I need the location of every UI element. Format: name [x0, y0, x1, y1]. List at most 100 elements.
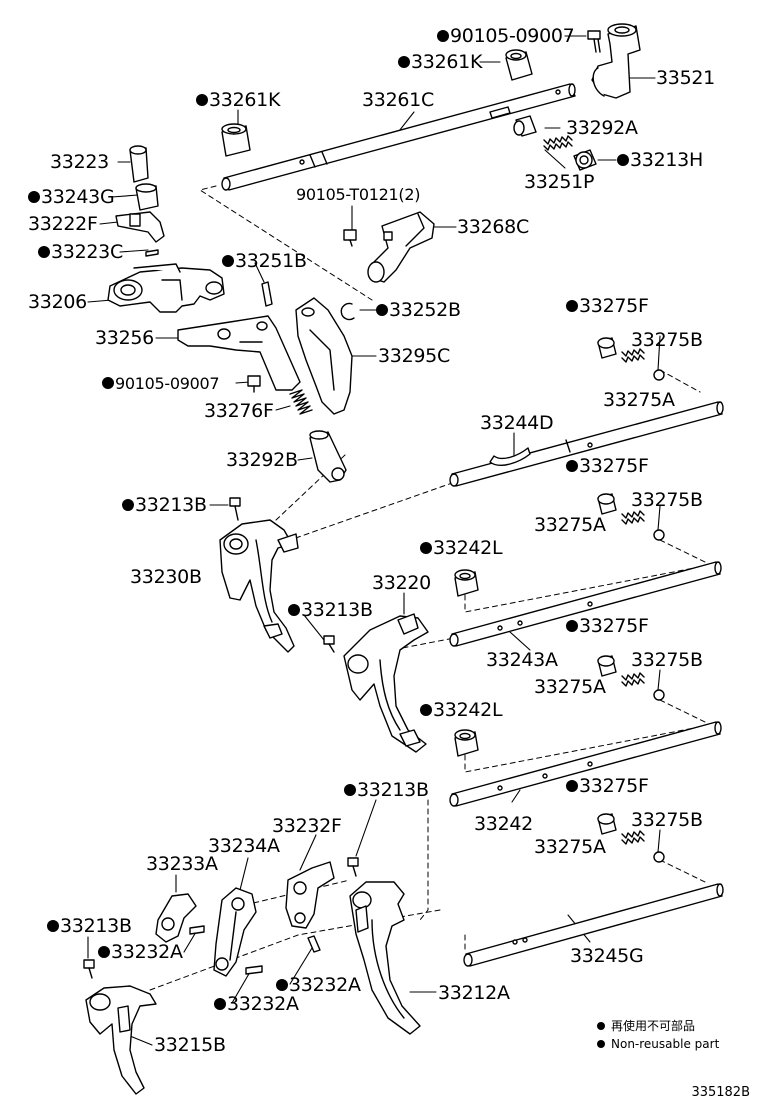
label-33261K-right: 33261K	[398, 52, 482, 72]
detent-set-2	[598, 494, 664, 540]
non-reusable-dot-icon	[98, 946, 110, 958]
label-33213H: 33213H	[617, 150, 703, 170]
label-33215B: 33215B	[154, 1034, 226, 1056]
label-33223: 33223	[50, 151, 109, 173]
label-33275A-2: 33275A	[534, 514, 606, 536]
label-33275F-4: 33275F	[566, 776, 649, 796]
pin-33251B	[262, 282, 272, 306]
label-90105-T0121: 90105-T0121(2)	[296, 185, 421, 204]
label-33243G: 33243G	[28, 187, 115, 207]
pin-33223C	[146, 250, 158, 256]
label-90105-09007-mid: 90105-09007	[102, 374, 220, 394]
label-33275B-3: 33275B	[631, 649, 703, 671]
non-reusable-dot-icon	[566, 620, 578, 632]
label-33275A-1: 33275A	[603, 389, 675, 411]
label-33251P: 33251P	[524, 171, 595, 193]
plunger-33292B	[310, 431, 346, 482]
label-33261K-left: 33261K	[196, 90, 280, 110]
shift-fork-33215B	[86, 986, 156, 1094]
snap-ring-33252B	[341, 304, 354, 320]
legend: 再使用不可部品 Non-reusable part	[597, 1017, 719, 1053]
bush-33242L-1	[455, 570, 478, 596]
plunger-33292A	[514, 116, 536, 136]
non-reusable-dot-icon	[376, 304, 388, 316]
bush-33242L-2	[455, 730, 478, 756]
lever-33222F	[116, 212, 164, 242]
label-33242: 33242	[474, 813, 533, 835]
non-reusable-dot-icon	[344, 784, 356, 796]
lever-33256	[178, 316, 300, 390]
lever-33268C	[368, 212, 434, 282]
shift-rod-33242	[450, 722, 721, 806]
label-33213B-4: 33213B	[47, 916, 132, 936]
label-33292A: 33292A	[566, 117, 638, 139]
shift-rod-33261C	[222, 84, 575, 190]
label-33251B: 33251B	[222, 251, 307, 271]
lever-33233A	[156, 894, 196, 942]
label-90105-09007-top: 90105-09007	[437, 26, 575, 46]
label-33275F-2: 33275F	[566, 456, 649, 476]
bolt-90105-T0121	[344, 230, 356, 246]
non-reusable-dot-icon	[566, 780, 578, 792]
bolt-90105-09007-mid	[248, 376, 260, 392]
label-33275A-3: 33275A	[534, 676, 606, 698]
label-33244D: 33244D	[480, 412, 554, 434]
label-33242L-2: 33242L	[420, 700, 503, 720]
non-reusable-dot-icon	[122, 499, 134, 511]
detent-set-3	[598, 656, 664, 700]
label-33222F: 33222F	[28, 213, 98, 235]
label-33232A-3: 33232A	[214, 994, 299, 1014]
label-33252B: 33252B	[376, 300, 461, 320]
non-reusable-dot-icon	[47, 920, 59, 932]
lever-33234A	[214, 888, 256, 976]
diagram-reference-code: 335182B	[691, 1085, 750, 1100]
legend-row-jp: 再使用不可部品	[597, 1017, 719, 1035]
label-33243A: 33243A	[486, 649, 558, 671]
non-reusable-dot-icon	[196, 94, 208, 106]
non-reusable-dot-icon	[597, 1040, 605, 1048]
non-reusable-dot-icon	[288, 604, 300, 616]
non-reusable-dot-icon	[437, 30, 449, 42]
label-33268C: 33268C	[457, 216, 529, 238]
label-33213B-3: 33213B	[344, 780, 429, 800]
detent-set-4	[598, 814, 664, 862]
shift-fork-33212A	[350, 882, 420, 1034]
label-33234A: 33234A	[208, 835, 280, 857]
label-33275B-4: 33275B	[631, 809, 703, 831]
label-33242L-1: 33242L	[420, 538, 503, 558]
non-reusable-dot-icon	[276, 979, 288, 991]
bolt-33213B-4	[84, 960, 94, 978]
label-33245G: 33245G	[570, 945, 644, 967]
non-reusable-dot-icon	[214, 998, 226, 1010]
label-33295C: 33295C	[378, 345, 450, 367]
bolt-33213B-2	[324, 636, 334, 652]
bolt-90105-09007-top	[588, 31, 600, 52]
label-33292B: 33292B	[226, 449, 298, 471]
label-33232A-1: 33232A	[98, 942, 183, 962]
non-reusable-dot-icon	[566, 460, 578, 472]
shift-rod-33244D	[450, 402, 723, 486]
legend-text-jp: 再使用不可部品	[611, 1019, 696, 1033]
label-33256: 33256	[95, 327, 154, 349]
pin-33232A-2	[308, 936, 320, 952]
legend-text-en: Non-reusable part	[611, 1037, 720, 1051]
legend-row-en: Non-reusable part	[597, 1035, 719, 1053]
non-reusable-dot-icon	[102, 377, 114, 389]
label-33232A-2: 33232A	[276, 975, 361, 995]
non-reusable-dot-icon	[617, 154, 629, 166]
pin-33232A-3	[246, 966, 262, 974]
detent-set-1	[598, 338, 664, 380]
label-33275F-3: 33275F	[566, 616, 649, 636]
shift-fork-33220	[344, 614, 428, 752]
lever-33232F	[286, 862, 334, 928]
pin-33232A-1	[190, 926, 204, 934]
label-33521: 33521	[656, 67, 715, 89]
bolt-33213B-1	[230, 498, 240, 520]
shift-rod-33243A	[450, 562, 721, 646]
non-reusable-dot-icon	[38, 246, 50, 258]
pin-33223	[130, 146, 148, 182]
label-33213B-2: 33213B	[288, 600, 373, 620]
label-33212A: 33212A	[438, 982, 510, 1004]
label-33206: 33206	[28, 291, 87, 313]
label-33261C: 33261C	[362, 89, 434, 111]
